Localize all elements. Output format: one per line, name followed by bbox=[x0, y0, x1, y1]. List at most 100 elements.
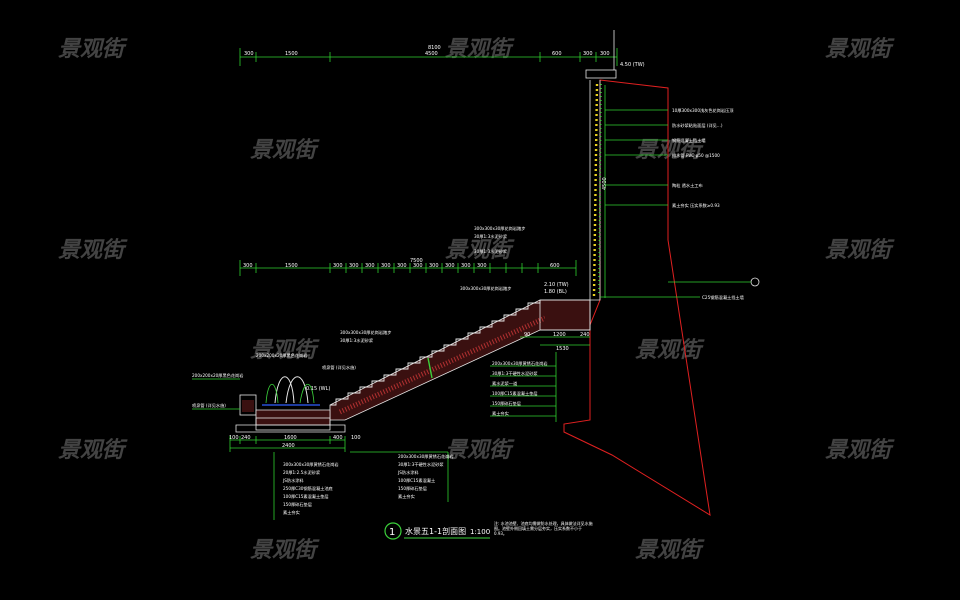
dim-text: 300 bbox=[461, 263, 471, 269]
bottom-dimension: 100 240 1600 400 100 2400 bbox=[229, 435, 361, 520]
note-text: 钢筋混凝土挡土墙 bbox=[672, 137, 706, 144]
title-text: 水景五1-1剖面图 bbox=[405, 526, 466, 536]
bottom-right-notes: 200x300x30厚黄锈石花岗岩 30厚1:3干硬性水泥砂浆 JS防水涂料 1… bbox=[350, 451, 454, 502]
stair-dim: 90 bbox=[524, 332, 530, 338]
layer-text: 素土夯实 bbox=[398, 493, 415, 500]
pool-note: 200x200x20厚黑色花岗岩 bbox=[192, 372, 243, 379]
dim-text: 300 bbox=[600, 51, 610, 57]
pool-note: 喷泉管 (详见水施) bbox=[192, 402, 226, 409]
slope-note: 30厚1:3水泥砂浆 bbox=[340, 337, 374, 344]
layer-text: 150厚碎石垫层 bbox=[283, 501, 312, 508]
note-text: 素土夯实 压实系数≥0.93 bbox=[672, 202, 720, 209]
note-text: 陶粒 透水土工布 bbox=[672, 182, 703, 189]
dim-text: 300 bbox=[243, 263, 253, 269]
drawing-title: 1 水景五1-1剖面图 1:100 注: 水池池壁、池底均需做防水处理，具体做法… bbox=[384, 521, 593, 540]
dim-text: 100 bbox=[229, 435, 239, 441]
dim-text: 300 bbox=[381, 263, 391, 269]
layer-text: 150厚碎石垫层 bbox=[492, 400, 521, 407]
layer-text: 30厚1:3干硬性水泥砂浆 bbox=[398, 461, 444, 468]
layer-text: JS防水涂料 bbox=[397, 469, 419, 476]
level-mid-b: 1.80 (BL) bbox=[544, 289, 567, 295]
general-note: 注: 水池池壁、池底均需做防水处理，具体做法详见水施图。池壁外侧回填土需分层夯实… bbox=[494, 521, 593, 536]
top-dimension: 8100 300 1500 4500 600 300 300 bbox=[239, 45, 618, 66]
retaining-wall: 4500 bbox=[585, 30, 617, 301]
layer-text: 素土夯实 bbox=[492, 410, 509, 417]
dim-text: 1600 bbox=[284, 435, 297, 441]
dim-text: 8100 bbox=[428, 45, 441, 51]
pool-note: 200x200x20厚黑色花岗岩 bbox=[256, 352, 307, 359]
dim-text: 600 bbox=[552, 51, 562, 57]
layer-text: 素土夯实 bbox=[283, 509, 300, 516]
note-text: 排水管 PVC φ50 @1500 bbox=[672, 152, 720, 159]
watermark: 景观街 bbox=[58, 37, 128, 62]
dim-text: 300 bbox=[333, 263, 343, 269]
dim-text: 300 bbox=[397, 263, 407, 269]
watermark: 景观街 bbox=[250, 338, 320, 363]
watermark: 景观街 bbox=[250, 138, 320, 163]
watermark: 景观街 bbox=[825, 238, 895, 263]
level-top: 4.50 (TW) bbox=[620, 62, 645, 68]
note-text: 防水砂浆粘贴面层 (详见...) bbox=[672, 122, 723, 129]
layer-text: 100厚C15素混凝土垫层 bbox=[283, 493, 329, 500]
dim-text: 300 bbox=[349, 263, 359, 269]
dim-text: 4500 bbox=[425, 51, 438, 57]
stair-dim: 1200 bbox=[553, 332, 566, 338]
layer-text: 素水泥浆一道 bbox=[492, 380, 518, 387]
layer-text: 150厚碎石垫层 bbox=[398, 485, 427, 492]
slope-note: 30厚1:3水泥砂浆 bbox=[474, 233, 508, 240]
middle-dimension: 7500 300 1500 300 300 300 300 300 300 30… bbox=[239, 258, 577, 276]
layer-text: 30厚1:3干硬性水泥砂浆 bbox=[492, 370, 538, 377]
layer-text: JS防水涂料 bbox=[282, 477, 304, 484]
dim-text: 300 bbox=[413, 263, 423, 269]
level-mid-a: 2.10 (TW) bbox=[544, 282, 569, 288]
layer-text: 100厚C15素混凝土垫层 bbox=[492, 390, 538, 397]
watermark: 景观街 bbox=[445, 37, 515, 62]
layer-text: 100厚C15素混凝土 bbox=[398, 477, 435, 484]
watermark: 景观街 bbox=[635, 538, 705, 563]
watermark: 景观街 bbox=[825, 37, 895, 62]
layer-text: 250厚C30钢筋混凝土池底 bbox=[283, 485, 333, 492]
dim-text: 400 bbox=[333, 435, 343, 441]
dim-text: 300 bbox=[365, 263, 375, 269]
pool-note: 喷泉管 (详见水施) bbox=[322, 364, 356, 371]
watermark: 景观街 bbox=[58, 238, 128, 263]
watermark: 景观街 bbox=[58, 438, 128, 463]
level-pool: 0.15 (WL) bbox=[306, 386, 330, 392]
fountain-pool: 0.15 (WL) 200x200x20厚黑色花岗岩 喷泉管 (详见水施) 20… bbox=[192, 352, 356, 433]
dim-text: 7500 bbox=[410, 258, 423, 264]
layer-text: 20厚1:2.5水泥砂浆 bbox=[283, 469, 321, 476]
dim-text: 300 bbox=[244, 51, 254, 57]
stair-dim: 1530 bbox=[556, 346, 569, 352]
slope-note: 30厚1:3水泥砂浆 bbox=[474, 248, 508, 255]
watermark: 景观街 bbox=[445, 438, 515, 463]
watermark: 景观街 bbox=[250, 538, 320, 563]
dim-text: 300 bbox=[583, 51, 593, 57]
title-scale: 1:100 bbox=[470, 528, 490, 536]
watermark: 景观街 bbox=[445, 238, 515, 263]
slope-note: 300x300x30厚花岗岩踏步 bbox=[474, 225, 525, 232]
boundary-outline bbox=[563, 79, 711, 516]
dim-text: 1500 bbox=[285, 51, 298, 57]
watermark: 景观街 bbox=[825, 438, 895, 463]
dim-text: 300 bbox=[445, 263, 455, 269]
dim-text: 100 bbox=[351, 435, 361, 441]
dim-text: 300 bbox=[477, 263, 487, 269]
dim-text: 2400 bbox=[282, 443, 295, 449]
dim-text: 300 bbox=[429, 263, 439, 269]
wall-note: C25钢筋混凝土挡土墙 bbox=[702, 294, 744, 301]
right-notes: 10厚300x300浅灰色花岗岩压顶 防水砂浆粘贴面层 (详见...) 钢筋混凝… bbox=[600, 62, 760, 301]
stair-layer-notes: 200x300x30厚黄锈石花岗岩 30厚1:3干硬性水泥砂浆 素水泥浆一道 1… bbox=[490, 352, 557, 422]
dim-text: 240 bbox=[241, 435, 251, 441]
stair-dim: 240 bbox=[580, 332, 590, 338]
dim-text: 1500 bbox=[285, 263, 298, 269]
layer-text: 200x300x30厚黄锈石花岗岩 bbox=[492, 360, 548, 367]
watermark: 景观街 bbox=[635, 138, 705, 163]
layer-text: 200x300x30厚黄锈石花岗岩 bbox=[398, 453, 454, 460]
layer-text: 300x300x30厚黄锈石花岗岩 bbox=[283, 461, 339, 468]
dim-text: 600 bbox=[550, 263, 560, 269]
wall-height-text: 4500 bbox=[602, 177, 608, 190]
slope-note: 300x300x30厚花岗岩踏步 bbox=[340, 329, 391, 336]
stair-slope: 90 1200 240 1530 2.10 (TW) 1.80 (BL) 300… bbox=[329, 225, 591, 421]
slope-note: 300x300x30厚花岗岩踏步 bbox=[460, 285, 511, 292]
